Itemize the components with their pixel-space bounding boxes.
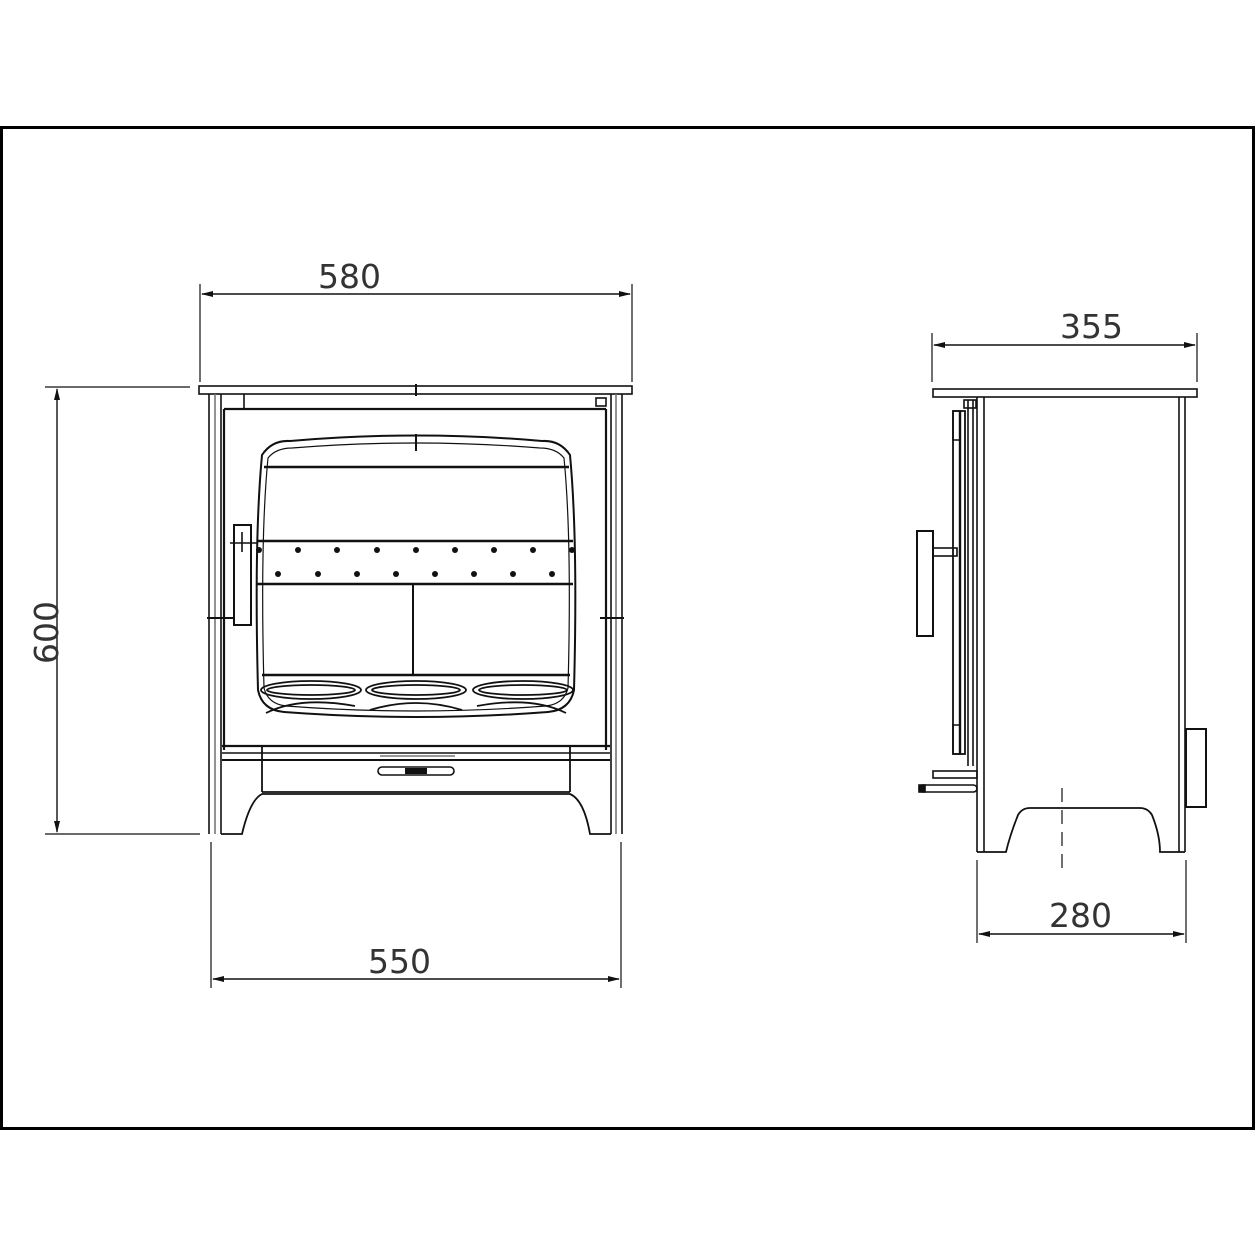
drawing-frame: [0, 126, 1255, 1130]
dimension-label-280: 280: [1049, 896, 1112, 935]
air-control: [377, 766, 455, 776]
door-window: [255, 434, 577, 718]
door-handle: [230, 524, 258, 626]
front-view: [45, 284, 633, 988]
dimension-600: [45, 386, 200, 835]
dimension-label-355: 355: [1060, 307, 1123, 346]
side-handle: [916, 530, 958, 637]
door-profile: [952, 399, 977, 766]
grate: [260, 680, 574, 714]
dimension-355: [931, 333, 1198, 382]
dimension-label-600: 600: [27, 601, 66, 664]
dimension-580: [199, 284, 633, 382]
dimension-280: [976, 860, 1187, 943]
side-top-plate: [932, 388, 1198, 398]
rivets: [256, 547, 575, 577]
dimension-label-580: 580: [318, 257, 381, 296]
dimension-550: [210, 842, 622, 988]
side-view: [916, 333, 1207, 943]
dimension-label-550: 550: [368, 942, 431, 981]
base-legs: [221, 793, 611, 835]
